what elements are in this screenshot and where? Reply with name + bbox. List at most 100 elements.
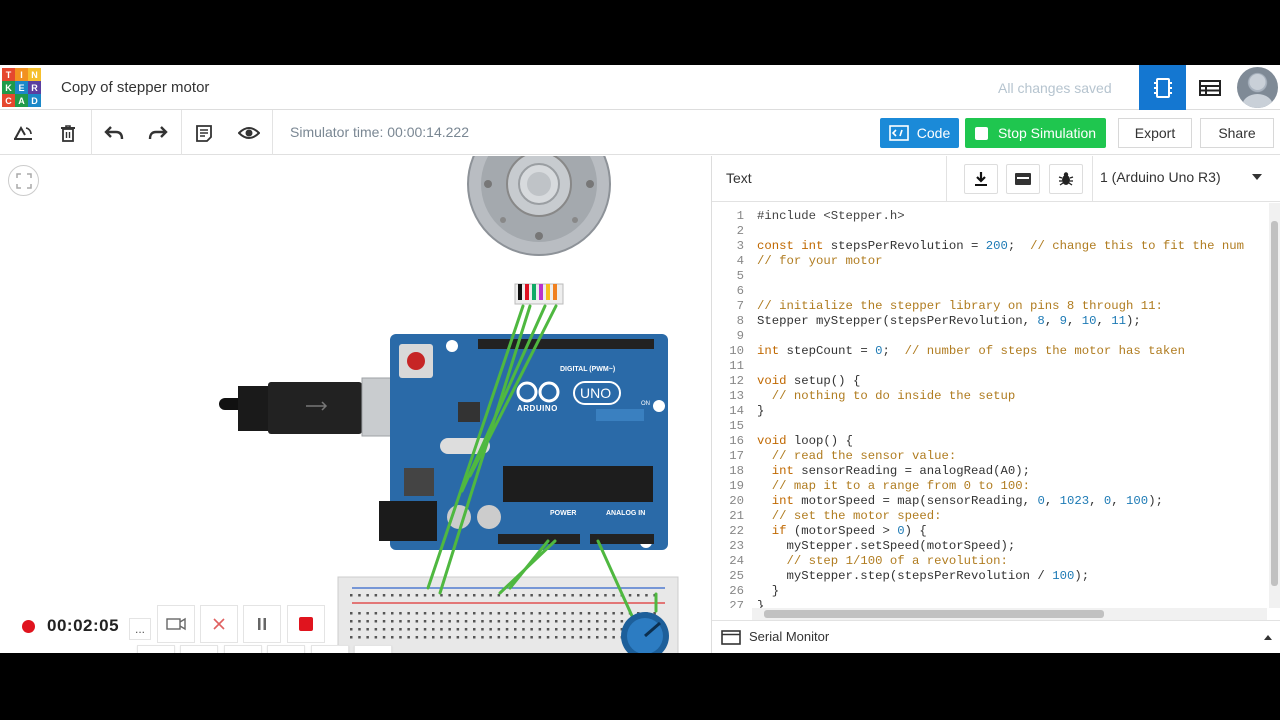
- device-select[interactable]: 1 (Arduino Uno R3): [1100, 169, 1270, 185]
- delete-button[interactable]: [53, 118, 83, 148]
- code-line[interactable]: 14}: [712, 404, 1269, 419]
- potentiometer[interactable]: [621, 612, 669, 653]
- code-line[interactable]: 6: [712, 284, 1269, 299]
- code-line[interactable]: 2: [712, 224, 1269, 239]
- download-code-button[interactable]: [964, 164, 998, 194]
- code-line[interactable]: 7// initialize the stepper library on pi…: [712, 299, 1269, 314]
- code-text: }: [757, 404, 765, 418]
- code-line[interactable]: 19 // map it to a range from 0 to 100:: [712, 479, 1269, 494]
- breadboard-hole: [612, 628, 615, 631]
- code-line[interactable]: 20 int motorSpeed = map(sensorReading, 0…: [712, 494, 1269, 509]
- breadboard-hole: [514, 620, 517, 623]
- expand-up-icon[interactable]: [1263, 633, 1273, 641]
- share-button[interactable]: Share: [1200, 118, 1274, 148]
- breadboard-hole: [358, 612, 361, 615]
- breadboard-hole: [358, 628, 361, 631]
- code-text: // nothing to do inside the setup: [771, 389, 1016, 403]
- stepper-motor[interactable]: [467, 156, 611, 305]
- code-line[interactable]: 22 if (motorSpeed > 0) {: [712, 524, 1269, 539]
- breadboard-hole: [571, 628, 574, 631]
- visibility-button[interactable]: [234, 118, 264, 148]
- code-line[interactable]: 24 // step 1/100 of a revolution:: [712, 554, 1269, 569]
- scrollbar-thumb[interactable]: [1271, 221, 1278, 586]
- eraser-tool-button[interactable]: [180, 645, 218, 653]
- breadboard-hole: [481, 612, 484, 615]
- code-line[interactable]: 17 // read the sensor value:: [712, 449, 1269, 464]
- export-button[interactable]: Export: [1118, 118, 1192, 148]
- code-text: if (motorSpeed > 0) {: [771, 524, 927, 538]
- code-line[interactable]: 23 myStepper.setSpeed(motorSpeed);: [712, 539, 1269, 554]
- breadboard-hole: [563, 636, 566, 639]
- breadboard-hole: [423, 594, 427, 597]
- debugger-button[interactable]: [1049, 164, 1083, 194]
- code-line[interactable]: 11: [712, 359, 1269, 374]
- redo-button[interactable]: [143, 118, 173, 148]
- spotlight-tool-button[interactable]: [311, 645, 349, 653]
- breadboard-hole: [432, 612, 435, 615]
- serial-monitor-bar[interactable]: Serial Monitor: [712, 620, 1280, 653]
- component-list-button[interactable]: [1186, 65, 1233, 110]
- code-line[interactable]: 13 // nothing to do inside the setup: [712, 389, 1269, 404]
- clear-pointer-button[interactable]: [224, 645, 262, 653]
- horizontal-scrollbar[interactable]: [752, 608, 1267, 620]
- download-icon: [975, 172, 987, 186]
- circuit-view-button[interactable]: [1139, 65, 1186, 110]
- stop-recording-button[interactable]: [287, 605, 325, 643]
- rotate-button[interactable]: [8, 118, 38, 148]
- code-line[interactable]: 5: [712, 269, 1269, 284]
- line-number: 26: [729, 584, 744, 598]
- breadboard-hole: [514, 636, 517, 639]
- pointer-tool-button[interactable]: [267, 645, 305, 653]
- fit-view-button[interactable]: [8, 165, 39, 196]
- code-line[interactable]: 26 }: [712, 584, 1269, 599]
- cancel-recording-button[interactable]: [200, 605, 238, 643]
- breadboard-hole: [522, 594, 525, 597]
- breadboard-hole: [432, 594, 435, 597]
- code-line[interactable]: 15: [712, 419, 1269, 434]
- library-box-icon: [1015, 173, 1031, 185]
- breadboard-hole: [645, 594, 648, 597]
- code-line[interactable]: 1#include <Stepper.h>: [712, 209, 1269, 224]
- user-avatar[interactable]: [1237, 67, 1278, 108]
- document-title[interactable]: Copy of stepper motor: [61, 79, 210, 96]
- jumper-wires[interactable]: [426, 304, 658, 618]
- breadboard-hole: [546, 636, 550, 639]
- arduino-uno-board[interactable]: [379, 334, 668, 550]
- pen-tool-button[interactable]: [137, 645, 175, 653]
- breadboard-hole: [587, 620, 591, 623]
- uno-label: UNO: [580, 385, 612, 401]
- code-line[interactable]: 25 myStepper.step(stepsPerRevolution / 1…: [712, 569, 1269, 584]
- code-line[interactable]: 21 // set the motor speed:: [712, 509, 1269, 524]
- code-button[interactable]: Code: [880, 118, 959, 148]
- code-line[interactable]: 4// for your motor: [712, 254, 1269, 269]
- scrollbar-thumb[interactable]: [764, 610, 1104, 618]
- code-line[interactable]: 18 int sensorReading = analogRead(A0);: [712, 464, 1269, 479]
- breadboard-hole: [604, 612, 607, 615]
- libraries-button[interactable]: [1006, 164, 1040, 194]
- editor-mode-dropdown[interactable]: Text: [726, 170, 752, 186]
- pause-recording-button[interactable]: [243, 605, 281, 643]
- notes-button[interactable]: [189, 118, 219, 148]
- line-number: 5: [736, 269, 744, 283]
- breadboard-hole: [555, 594, 558, 597]
- undo-button[interactable]: [99, 118, 129, 148]
- more-options-button[interactable]: ...: [129, 618, 151, 640]
- stop-simulation-button[interactable]: Stop Simulation: [965, 118, 1106, 148]
- breadboard-hole: [530, 636, 533, 639]
- code-line[interactable]: 27}: [712, 599, 1269, 608]
- circuit-canvas[interactable]: ARDUINO UNO ON DIGITAL (PWM~) POWER ANAL…: [0, 156, 710, 653]
- line-number: 12: [729, 374, 744, 388]
- webcam-toggle-button[interactable]: [157, 605, 195, 643]
- vertical-scrollbar[interactable]: [1269, 203, 1280, 608]
- line-number: 14: [729, 404, 744, 418]
- highlight-off-button[interactable]: [354, 645, 392, 653]
- code-line[interactable]: 9: [712, 329, 1269, 344]
